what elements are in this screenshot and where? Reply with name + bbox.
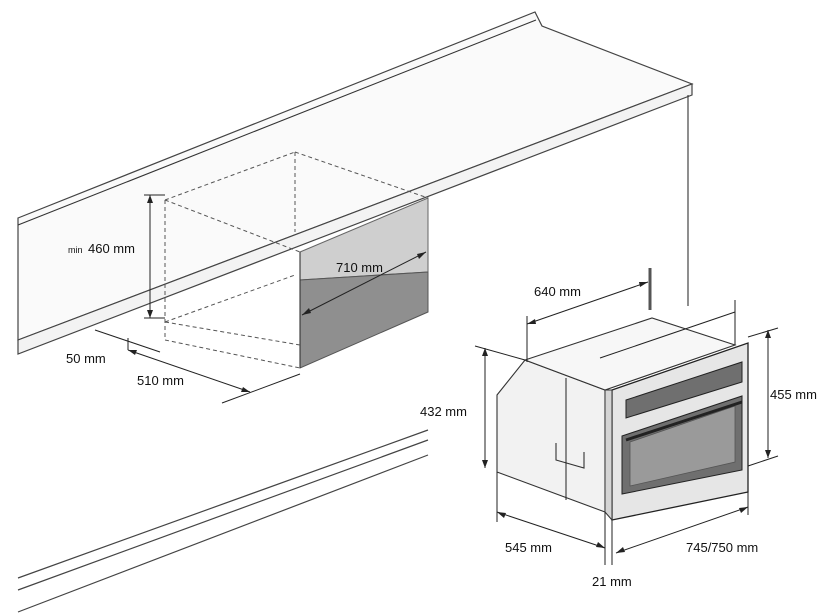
plinth-line-top (17, 429, 429, 579)
dim-arrow (765, 450, 771, 458)
label-niche-width: 710 mm (336, 260, 383, 275)
label-oven-front-height: 455 mm (770, 387, 817, 402)
dim-line-oven-front-top (599, 311, 736, 359)
oven-front-edge (604, 389, 613, 522)
dim-arrow (128, 350, 137, 355)
label-oven-depth: 545 mm (505, 540, 552, 555)
countertop-surface (17, 11, 694, 341)
dim-arrow (765, 330, 771, 338)
dim-arrow (482, 460, 488, 468)
dim-line-oven-width (526, 281, 649, 325)
oven-side-bracket (555, 443, 585, 469)
dim-arrow (417, 252, 426, 259)
niche-hidden-line (294, 151, 429, 199)
oven (496, 317, 749, 522)
oven-dimensions (474, 268, 779, 565)
dim-arrow (497, 512, 506, 518)
dim-line-niche-width (301, 251, 427, 316)
countertop (17, 11, 694, 355)
niche-hidden-line (164, 321, 301, 346)
oven-door-glass (629, 405, 736, 487)
dim-arrow (596, 542, 605, 548)
dim-tick (747, 327, 779, 338)
dim-arrow (639, 282, 648, 287)
label-oven-front-thickness: 21 mm (592, 574, 632, 589)
dim-tick (474, 345, 526, 361)
label-oven-width: 640 mm (534, 284, 581, 299)
dim-line-oven-front-width (615, 506, 749, 554)
dim-arrow (482, 348, 488, 356)
dim-line-niche-depth (127, 349, 251, 393)
dim-line-oven-depth (496, 511, 606, 549)
dim-arrow (147, 195, 153, 203)
plinth-line-mid (17, 439, 429, 591)
niche-floor-panel (299, 271, 429, 369)
plinth (17, 429, 429, 613)
label-niche-height: 460 mm (88, 241, 135, 256)
label-niche-depth: 510 mm (137, 373, 184, 388)
dim-arrow (739, 507, 748, 513)
niche-hidden-line (164, 339, 301, 369)
niche-hidden-line (164, 199, 301, 253)
label-niche-min: min (68, 245, 83, 255)
dim-arrow (302, 308, 311, 315)
dim-tick (221, 373, 301, 404)
label-oven-body-height: 432 mm (420, 404, 467, 419)
oven-door-handle (625, 400, 743, 442)
dim-arrow (241, 387, 250, 392)
dim-tick (747, 455, 779, 467)
dim-arrow (527, 319, 536, 324)
label-niche-gap: 50 mm (66, 351, 106, 366)
dim-arrow (616, 547, 625, 553)
niche-dimensions (94, 194, 427, 404)
label-oven-front-width: 745/750 mm (686, 540, 758, 555)
niche-hidden-line (164, 274, 296, 323)
dimension-labels: min 460 mm 710 mm 50 mm 510 mm 640 mm 43… (66, 241, 817, 589)
plinth-line-bottom (17, 454, 429, 613)
dim-arrow (147, 310, 153, 318)
oven-control-panel (625, 361, 743, 419)
niche-hidden-line (164, 151, 296, 201)
niche (164, 151, 429, 369)
countertop-back-edge (17, 19, 537, 226)
countertop-front-edge (17, 83, 693, 355)
